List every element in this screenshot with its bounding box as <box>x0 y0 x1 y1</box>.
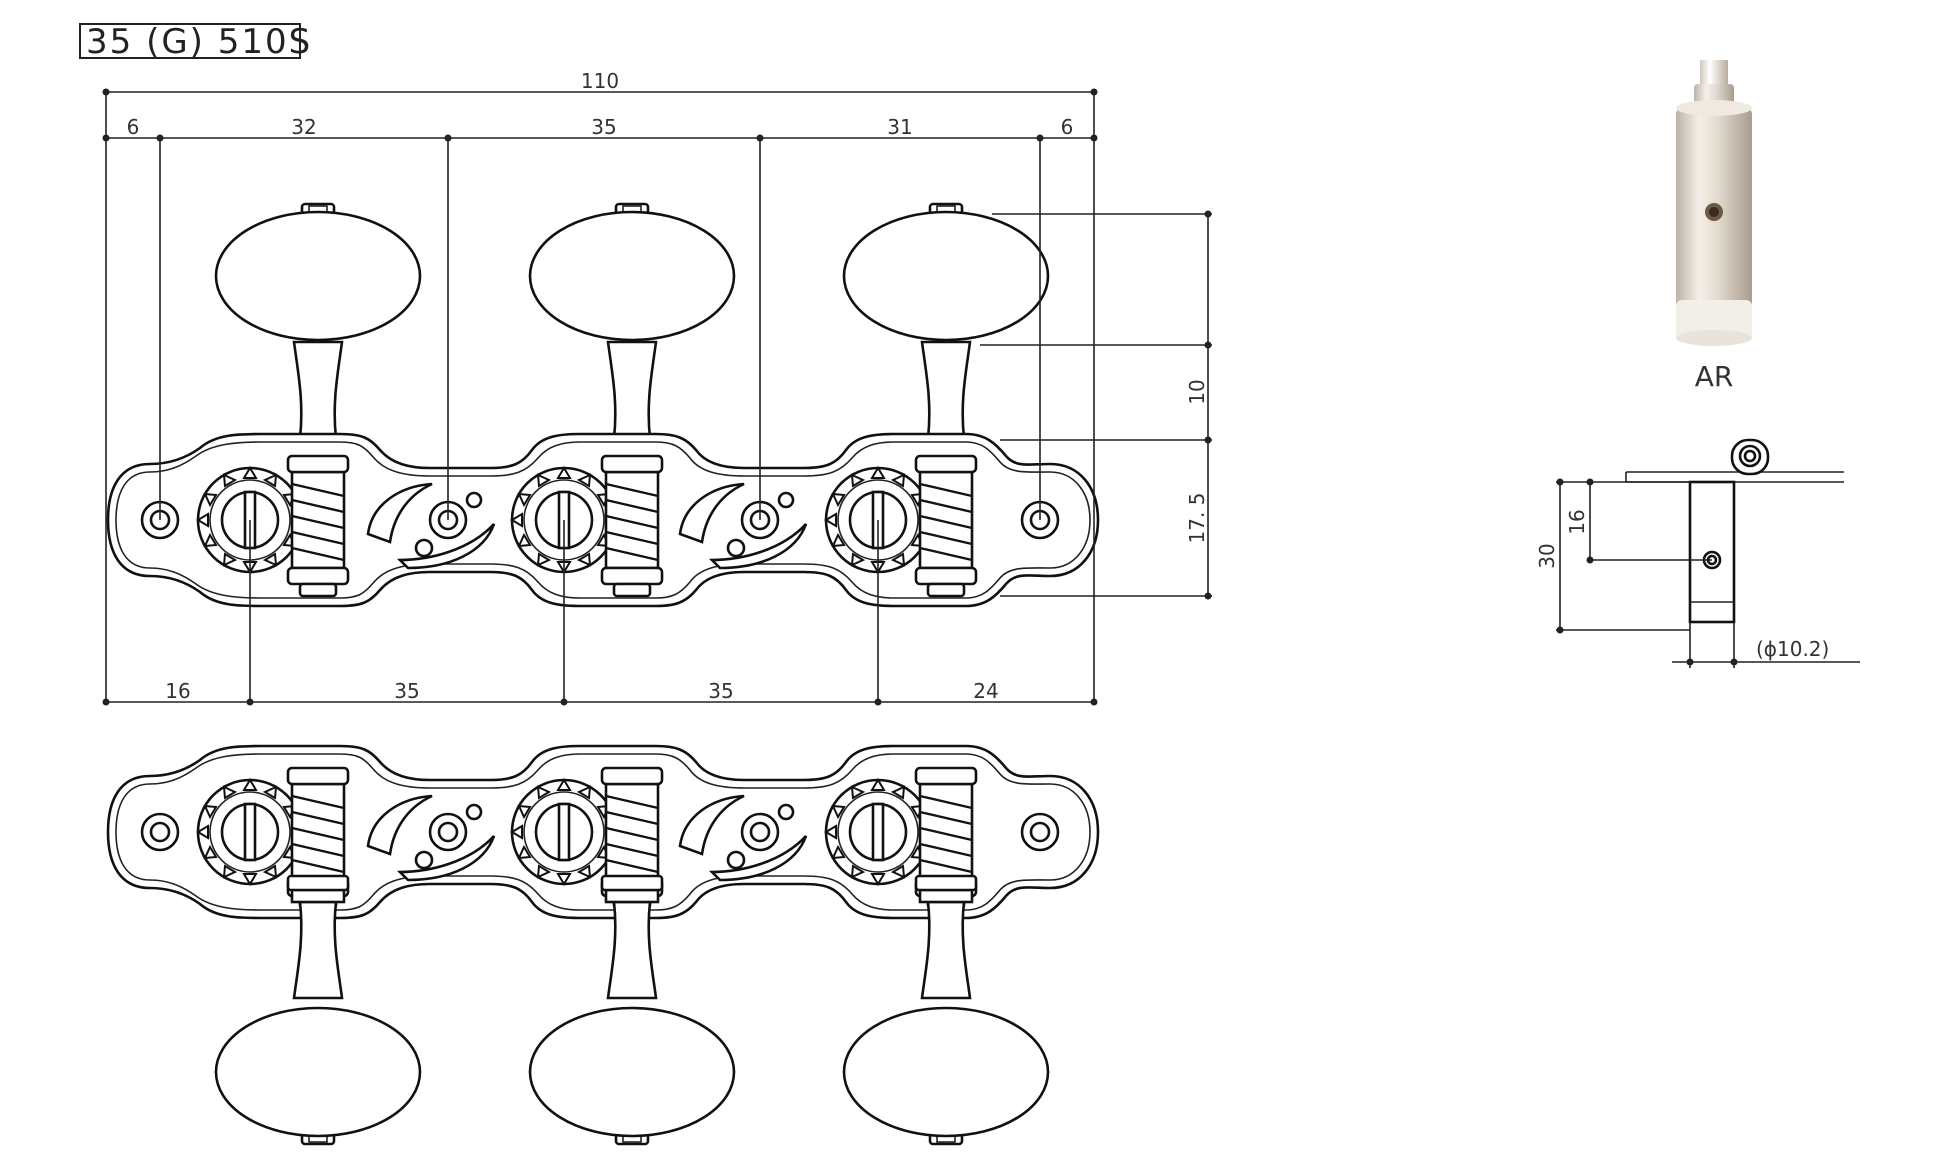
bottom-dimension-lines: 16 35 35 24 <box>102 520 1098 706</box>
tuner-bottom-view <box>106 744 1100 1146</box>
dim-bottom-3: 35 <box>708 679 733 703</box>
button-knob-2 <box>528 202 736 342</box>
shaft-bottom-1 <box>286 874 350 1000</box>
model-title: 35 (G) 510S <box>86 22 312 62</box>
button-knob-bottom-2 <box>528 1006 736 1146</box>
worm-1 <box>286 454 350 598</box>
tuner-top-view <box>106 202 1100 608</box>
bushing-photo: AR <box>1676 60 1752 393</box>
gear-bottom-3 <box>824 778 932 886</box>
shaft-bottom-3 <box>914 874 978 1000</box>
bushing-label: AR <box>1695 360 1734 393</box>
bushing-diameter-dim: (ϕ10.2) <box>1756 637 1829 661</box>
dim-plate-height: 17. 5 <box>1185 493 1209 544</box>
dim-right-edge: 6 <box>1061 115 1074 139</box>
bushing-section-drawing: 30 16 (ϕ10.2) <box>1535 438 1860 668</box>
dim-bottom-4: 24 <box>973 679 998 703</box>
gear-bottom-1 <box>196 778 304 886</box>
gear-bottom-2 <box>510 778 618 886</box>
dim-overall: 110 <box>581 69 619 93</box>
bushing-hole-height-dim: 16 <box>1565 509 1589 534</box>
dim-span-1: 32 <box>291 115 316 139</box>
model-title-box: 35 (G) 510S <box>79 22 312 62</box>
dim-bottom-2: 35 <box>394 679 419 703</box>
worm-3 <box>914 454 978 598</box>
right-dimension-lines: 10 17. 5 <box>980 210 1212 600</box>
button-knob-bottom-1 <box>214 1006 422 1146</box>
button-knob-1 <box>214 202 422 342</box>
dim-post-height: 10 <box>1185 379 1209 404</box>
dim-bottom-1: 16 <box>165 679 190 703</box>
button-knob-3 <box>842 202 1050 342</box>
dim-left-edge: 6 <box>127 115 140 139</box>
bushing-height-dim: 30 <box>1535 543 1559 568</box>
button-knob-bottom-3 <box>842 1006 1050 1146</box>
worm-2 <box>600 454 664 598</box>
dim-span-2: 35 <box>591 115 616 139</box>
shaft-bottom-2 <box>600 874 664 1000</box>
dim-span-3: 31 <box>887 115 912 139</box>
top-dimension-lines: 110 6 32 35 31 6 <box>102 69 1098 705</box>
